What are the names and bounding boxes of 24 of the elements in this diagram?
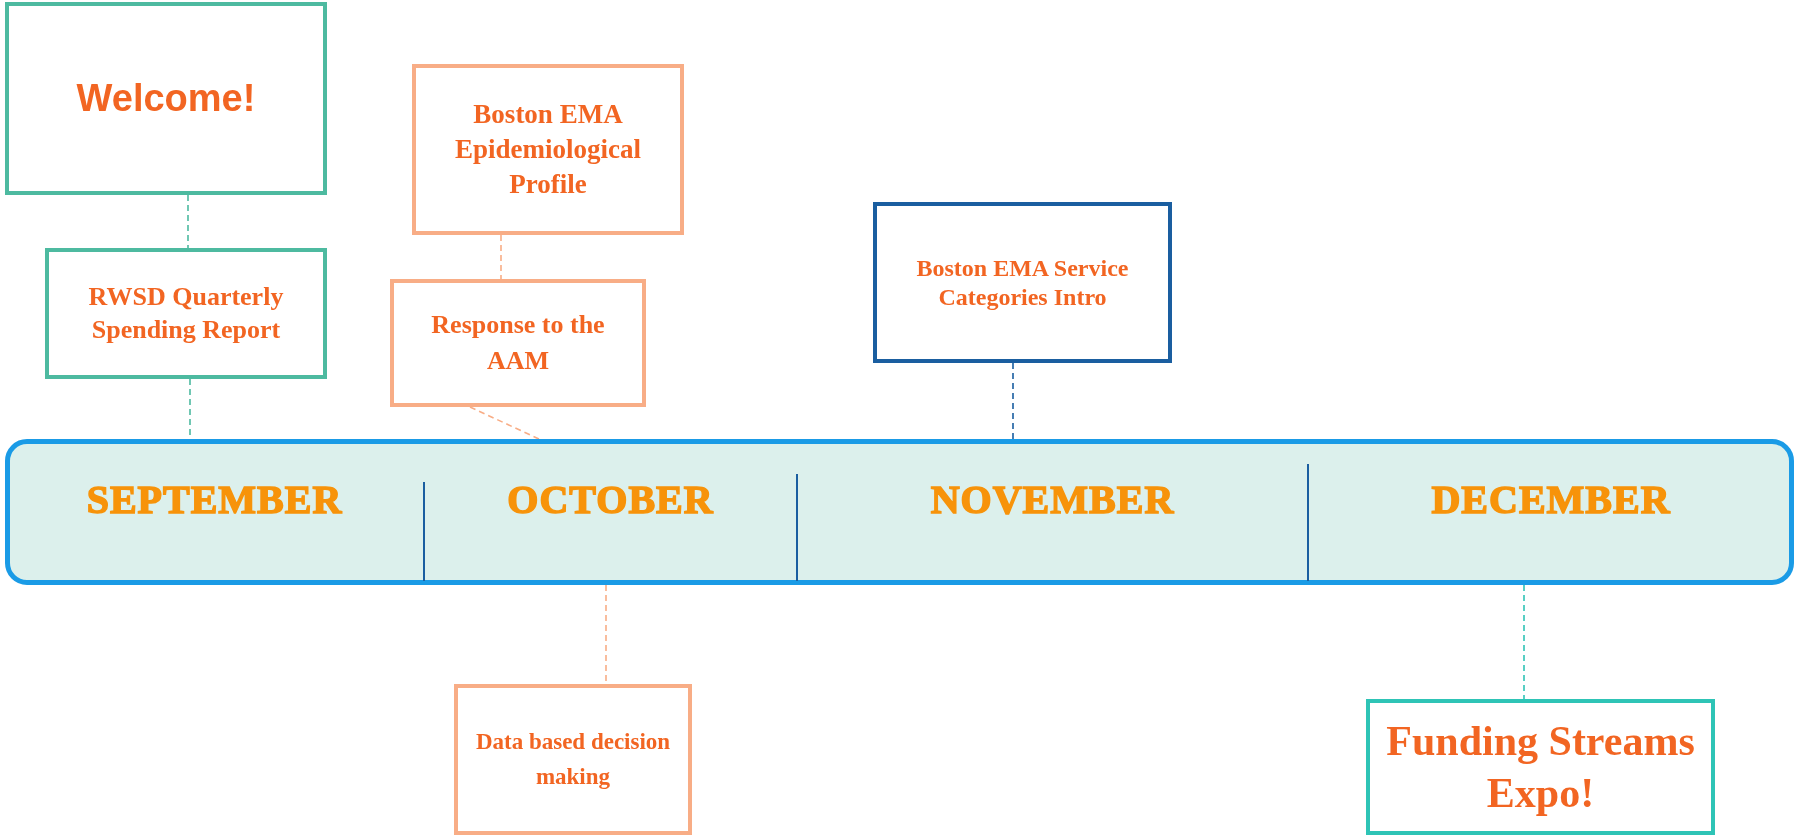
event-box — [5, 2, 327, 195]
event-box — [45, 248, 327, 379]
event-title: Funding Streams Expo! — [1385, 716, 1696, 818]
event-title: RWSD Quarterly Spending Report — [87, 281, 285, 346]
event-title: Welcome! — [75, 76, 257, 121]
month-label: OCTOBER — [424, 439, 797, 585]
connector-line — [469, 406, 540, 440]
month-label: SEPTEMBER — [5, 439, 424, 585]
event-box — [1366, 699, 1715, 835]
connector-line — [500, 234, 502, 280]
event-title: Response to the AAM — [430, 308, 606, 377]
event-box — [454, 684, 692, 835]
event-box — [873, 202, 1172, 363]
month-label: NOVEMBER — [797, 439, 1308, 585]
event-title: Boston EMA Epidemiological Profile — [454, 97, 642, 202]
event-title: Boston EMA Service Categories Intro — [915, 253, 1130, 312]
event-box — [390, 279, 646, 407]
event-box — [412, 64, 684, 235]
timeline-band — [5, 439, 1794, 585]
month-label: DECEMBER — [1308, 439, 1794, 585]
connector-line — [187, 194, 189, 249]
connector-line — [1523, 584, 1525, 700]
event-title: Data based decision making — [474, 728, 672, 791]
connector-line — [1012, 362, 1014, 440]
